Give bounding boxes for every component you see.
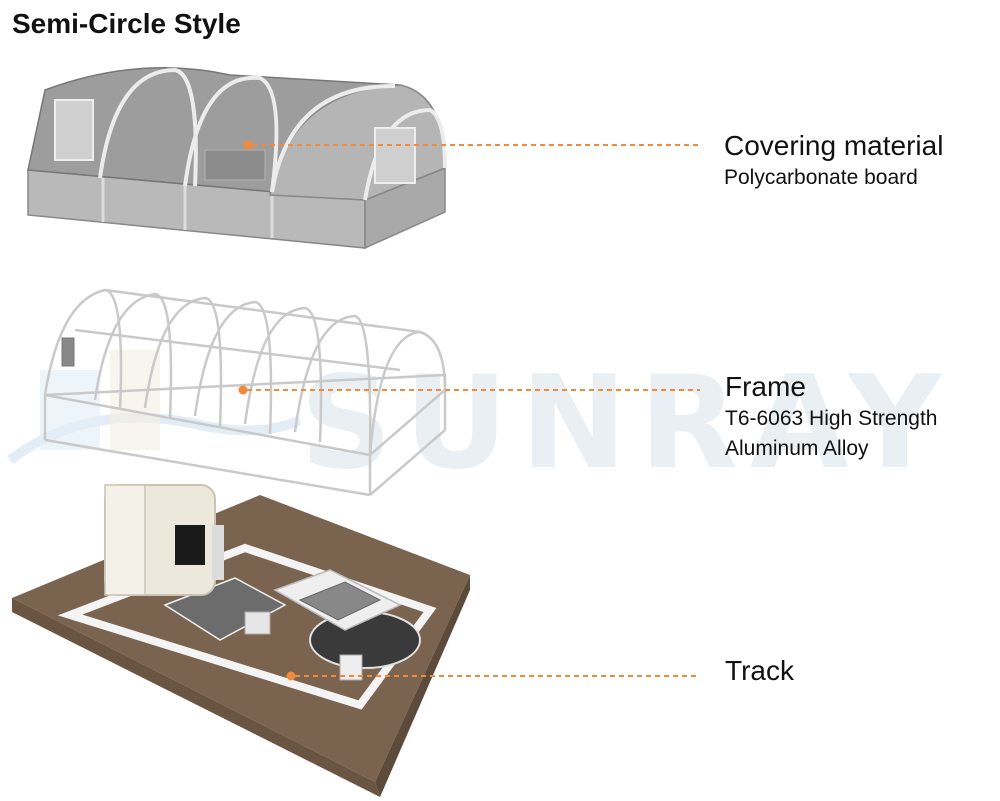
frame-illustration: [43, 288, 447, 497]
track-illustration: [12, 484, 470, 797]
callout-covering-label: Covering material: [724, 130, 944, 161]
callout-frame-label: Frame: [725, 371, 806, 402]
leader-covering: [243, 140, 700, 150]
callout-frame-sub-1: T6-6063 High Strength: [725, 407, 938, 430]
leader-track: [286, 671, 700, 681]
callout-track-label: Track: [725, 655, 794, 686]
callout-frame-sub-2: Aluminum Alloy: [725, 437, 869, 460]
leader-frame: [238, 385, 700, 395]
covering-illustration: [27, 66, 447, 250]
callout-covering-sub: Polycarbonate board: [724, 166, 918, 189]
page-title: Semi-Circle Style: [12, 8, 241, 39]
